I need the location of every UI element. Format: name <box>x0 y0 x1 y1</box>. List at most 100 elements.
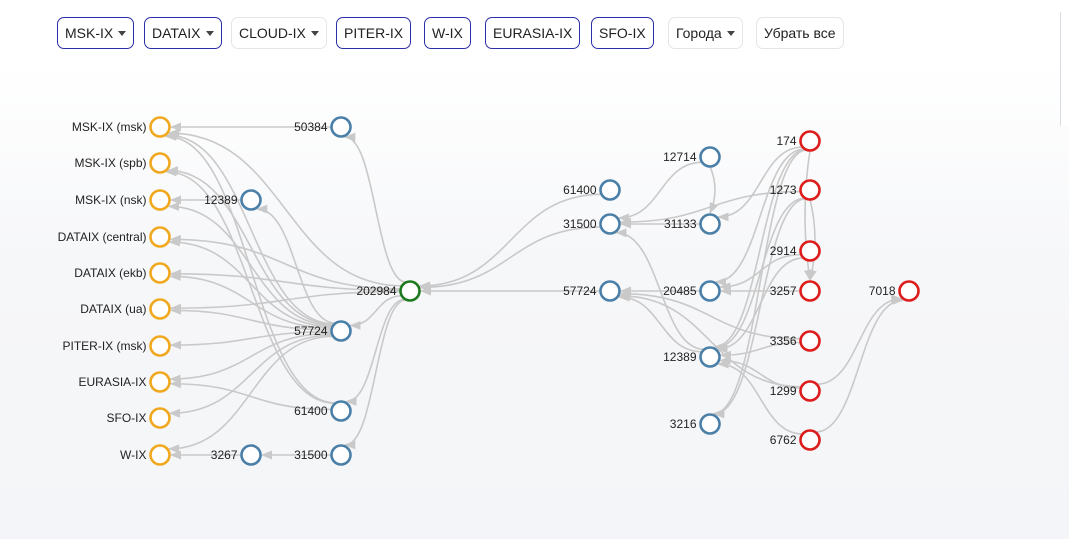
node-as6762[interactable]: 6762 <box>770 429 821 451</box>
filter-sfo-ix-label: SFO-IX <box>599 25 646 41</box>
filter-cloud-ix[interactable]: CLOUD-IX <box>231 17 327 49</box>
edge-as202984-to-ix-dataix-central <box>169 234 401 290</box>
node-as57724-right[interactable]: 57724 <box>563 280 621 302</box>
node-label: 31133 <box>664 217 697 231</box>
node-as61400-right[interactable]: 61400 <box>563 179 621 201</box>
node-circle-upstream[interactable] <box>898 280 920 302</box>
node-ix-eurasia[interactable]: EURASIA-IX <box>78 371 171 393</box>
node-circle-transit[interactable] <box>240 444 262 466</box>
node-label: 2914 <box>770 244 797 258</box>
node-circle-ix[interactable] <box>149 371 171 393</box>
node-circle-ix[interactable] <box>149 407 171 429</box>
node-label: 3257 <box>770 284 797 298</box>
node-circle-transit[interactable] <box>330 400 352 422</box>
node-as202984[interactable]: 202984 <box>356 280 421 302</box>
node-circle-center[interactable] <box>399 280 421 302</box>
node-as31133[interactable]: 31133 <box>664 213 721 235</box>
node-circle-upstream[interactable] <box>799 429 821 451</box>
node-circle-transit[interactable] <box>699 413 721 435</box>
filter-dataix[interactable]: DATAIX <box>144 17 222 49</box>
node-as3216[interactable]: 3216 <box>670 413 721 435</box>
node-circle-ix[interactable] <box>149 262 171 284</box>
node-as3257[interactable]: 3257 <box>770 280 821 302</box>
node-label: 12714 <box>663 150 697 164</box>
node-ix-dataix-ekb[interactable]: DATAIX (ekb) <box>74 262 171 284</box>
filter-msk-ix[interactable]: MSK-IX <box>57 17 135 49</box>
node-ix-w[interactable]: W-IX <box>120 444 171 466</box>
edge-as202984-to-ix-dataix-ua <box>169 290 401 313</box>
edge-as6762-to-as12389-right <box>717 359 803 435</box>
node-as3267[interactable]: 3267 <box>211 444 262 466</box>
node-label: 57724 <box>294 324 328 338</box>
node-as1273[interactable]: 1273 <box>770 179 821 201</box>
node-circle-transit[interactable] <box>699 280 721 302</box>
node-circle-upstream[interactable] <box>799 330 821 352</box>
node-circle-ix[interactable] <box>149 298 171 320</box>
edge-as6762-to-as7018 <box>815 295 905 433</box>
node-as31500-left[interactable]: 31500 <box>294 444 352 466</box>
filter-cities[interactable]: Города <box>668 17 743 49</box>
node-circle-upstream[interactable] <box>799 280 821 302</box>
node-circle-transit[interactable] <box>699 346 721 368</box>
node-as174[interactable]: 174 <box>776 130 821 152</box>
node-ix-msk-nsk[interactable]: MSK-IX (nsk) <box>75 189 171 211</box>
node-as57724-left[interactable]: 57724 <box>294 320 352 342</box>
node-circle-transit[interactable] <box>599 213 621 235</box>
node-circle-ix[interactable] <box>149 226 171 248</box>
node-as20485[interactable]: 20485 <box>663 280 721 302</box>
filter-piter-ix[interactable]: PITER-IX <box>336 17 412 49</box>
node-circle-upstream[interactable] <box>799 380 821 402</box>
node-as1299[interactable]: 1299 <box>770 380 821 402</box>
node-ix-sfo[interactable]: SFO-IX <box>106 407 171 429</box>
node-as12389-right[interactable]: 12389 <box>663 346 721 368</box>
filter-sfo-ix[interactable]: SFO-IX <box>591 17 654 49</box>
node-as2914[interactable]: 2914 <box>770 240 821 262</box>
node-as31500-right[interactable]: 31500 <box>563 213 621 235</box>
node-circle-transit[interactable] <box>240 189 262 211</box>
node-label: PITER-IX (msk) <box>63 339 147 353</box>
node-circle-transit[interactable] <box>330 320 352 342</box>
node-as50384[interactable]: 50384 <box>294 116 352 138</box>
edge-as57724-left-to-ix-piter-msk <box>169 330 332 350</box>
filter-w-ix-label: W-IX <box>432 25 463 41</box>
filter-dataix-label: DATAIX <box>152 25 201 41</box>
node-label: 202984 <box>356 284 396 298</box>
node-circle-transit[interactable] <box>699 146 721 168</box>
node-ix-dataix-central[interactable]: DATAIX (central) <box>58 226 171 248</box>
edge-as202984-to-as57724-left <box>349 294 402 330</box>
edge-as3356-to-as12389-right <box>719 341 801 360</box>
node-label: MSK-IX (spb) <box>74 156 146 170</box>
node-circle-transit[interactable] <box>330 116 352 138</box>
node-circle-transit[interactable] <box>599 280 621 302</box>
node-label: DATAIX (ua) <box>80 302 146 316</box>
node-circle-transit[interactable] <box>330 444 352 466</box>
edge-as61400-left-to-ix-msk-spb <box>165 167 336 405</box>
node-circle-ix[interactable] <box>149 335 171 357</box>
node-circle-upstream[interactable] <box>799 179 821 201</box>
node-circle-ix[interactable] <box>149 189 171 211</box>
filter-eurasia-ix[interactable]: EURASIA-IX <box>485 17 581 49</box>
node-circle-ix[interactable] <box>149 152 171 174</box>
node-ix-dataix-ua[interactable]: DATAIX (ua) <box>80 298 171 320</box>
node-circle-upstream[interactable] <box>799 130 821 152</box>
node-as7018[interactable]: 7018 <box>869 280 920 302</box>
node-as61400-left[interactable]: 61400 <box>294 400 352 422</box>
node-circle-transit[interactable] <box>599 179 621 201</box>
node-as3356[interactable]: 3356 <box>770 330 821 352</box>
node-ix-msk-msk[interactable]: MSK-IX (msk) <box>72 116 171 138</box>
node-circle-upstream[interactable] <box>799 240 821 262</box>
filter-msk-ix-label: MSK-IX <box>65 25 114 41</box>
edge-as57724-left-to-ix-dataix-ua <box>169 305 332 331</box>
node-circle-ix[interactable] <box>149 116 171 138</box>
node-as12714[interactable]: 12714 <box>663 146 721 168</box>
node-ix-msk-spb[interactable]: MSK-IX (spb) <box>74 152 171 174</box>
node-circle-transit[interactable] <box>699 213 721 235</box>
node-circle-ix[interactable] <box>149 444 171 466</box>
node-label: 6762 <box>770 433 797 447</box>
filter-w-ix[interactable]: W-IX <box>424 17 471 49</box>
edge-as1273-to-as3257 <box>808 199 817 282</box>
node-ix-piter-msk[interactable]: PITER-IX (msk) <box>63 335 171 357</box>
clear-all-button[interactable]: Убрать все <box>756 17 844 49</box>
node-as12389-left[interactable]: 12389 <box>204 189 262 211</box>
